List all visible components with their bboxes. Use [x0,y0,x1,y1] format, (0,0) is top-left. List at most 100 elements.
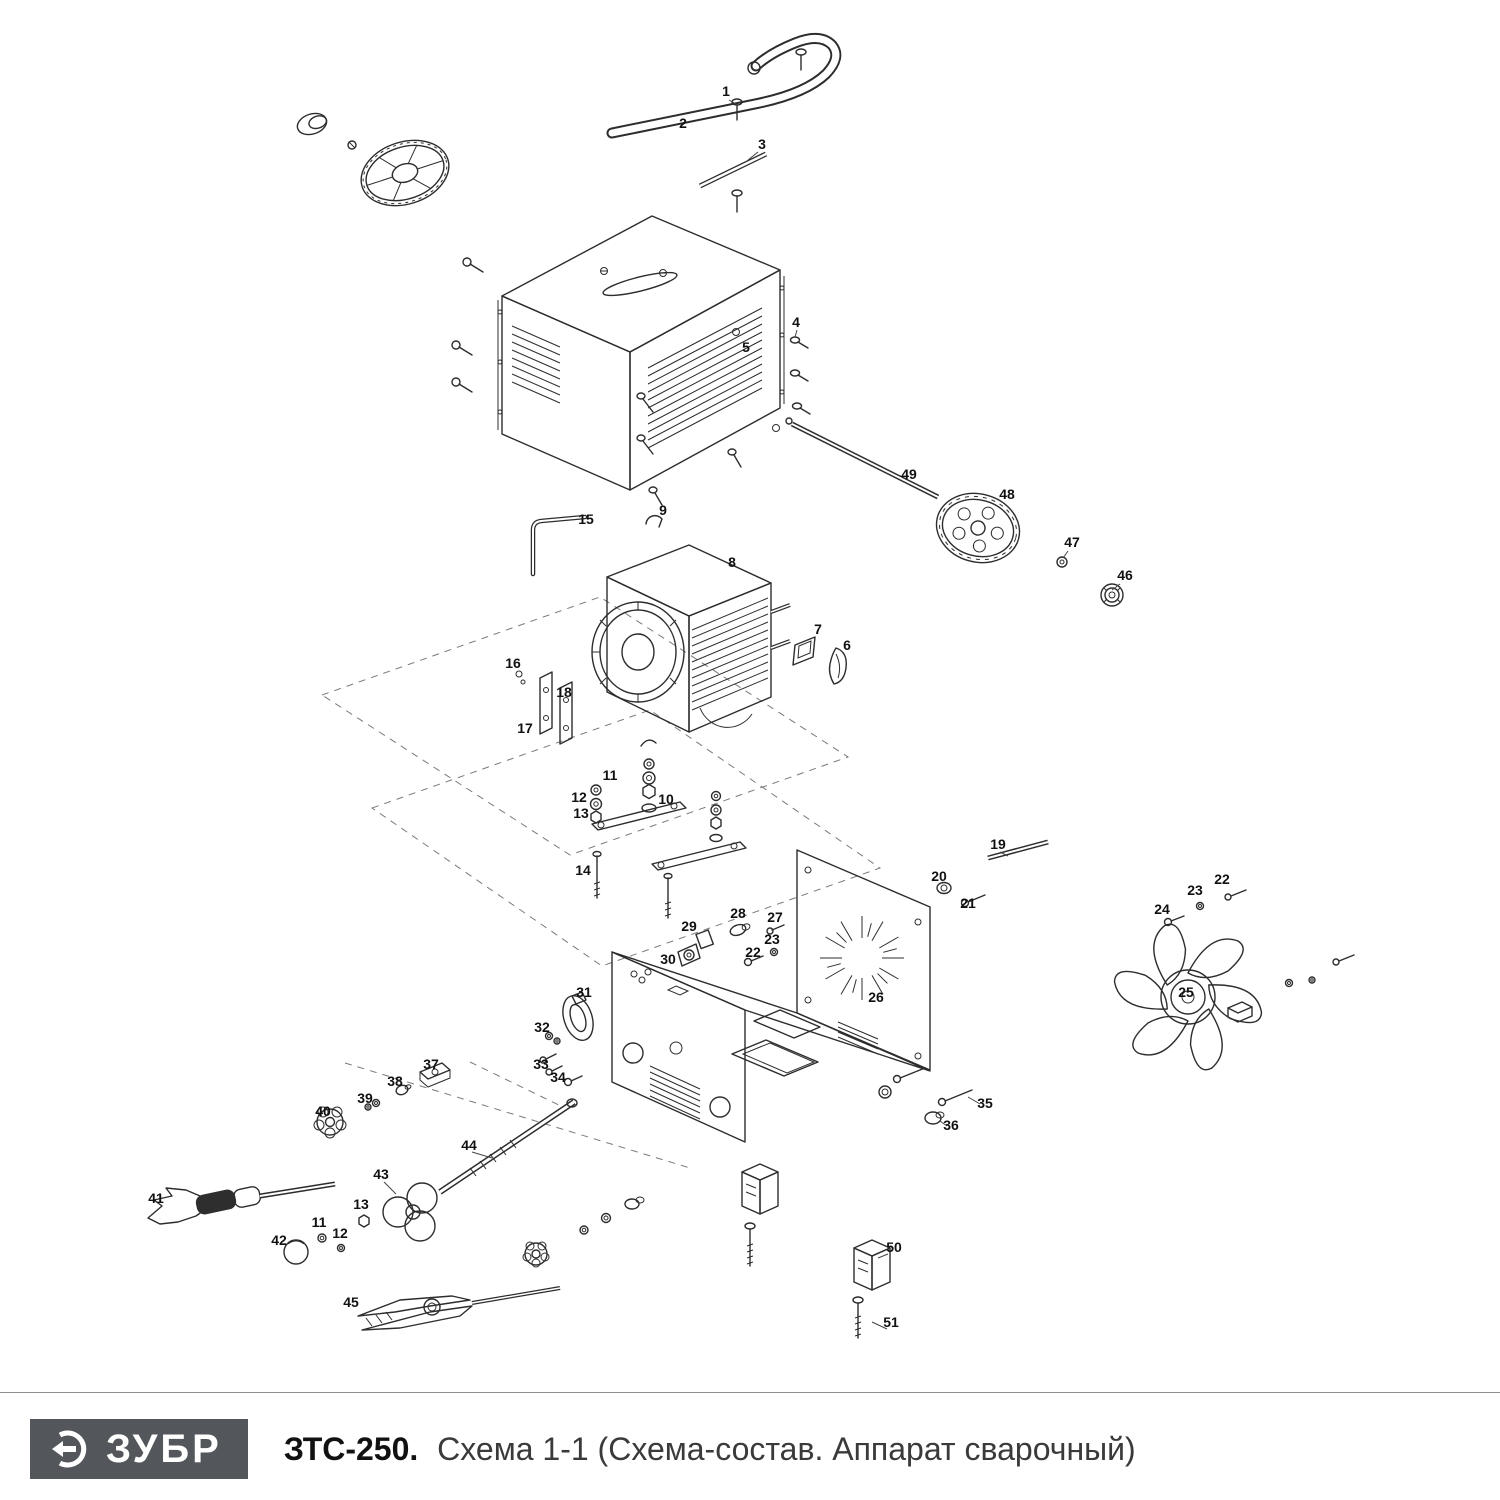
part-label-51: 51 [883,1314,899,1330]
part-label-34: 34 [550,1069,566,1085]
knob-chain-parts-37-40 [313,1062,451,1139]
part-label-4: 4 [792,314,800,330]
scheme-subtitle: Схема 1-1 (Схема-состав. Аппарат сварочн… [437,1430,1136,1467]
part-label-25: 25 [1178,984,1194,1000]
screw-part-24 [1163,915,1185,927]
part-label-38: 38 [387,1073,403,1089]
part-label-11: 11 [312,1214,327,1230]
part-label-2: 2 [679,115,687,131]
chassis-floor-cutouts [731,1009,879,1077]
part-label-43: 43 [373,1166,389,1182]
part-label-6: 6 [843,637,851,653]
transformer-laminations [691,597,769,711]
part-label-8: 8 [728,554,736,570]
part-label-18: 18 [556,684,572,700]
transformer-part-8 [515,544,791,745]
screw-column-part-4 [789,336,811,415]
part-label-3: 3 [758,136,766,152]
footer-row: ЗУБР ЗТС-250. Схема 1-1 (Схема-состав. А… [0,1393,1500,1479]
star-knob-part-40 [313,1106,347,1139]
switch-part-31 [539,991,594,1087]
part-label-48: 48 [999,486,1015,502]
small-fasteners-11-12-13-lower [317,1214,370,1253]
screws-parts-35-36 [878,1067,973,1125]
part-label-26: 26 [868,989,884,1005]
part-label-22: 22 [745,944,761,960]
part-label-27: 27 [767,909,783,925]
cap-part-42 [283,1239,309,1265]
top-cover-part-5 [497,215,785,491]
brush-block-part-50 [853,1239,891,1291]
clip-part-9 [645,514,663,528]
handle-assembly [606,33,842,189]
brush-block-upper [741,1163,779,1267]
plate-part-7 [792,636,816,666]
screw-part-51 [852,1296,864,1339]
rear-wheel-part-48 [935,492,1021,564]
terminal-block-parts-27-30 [677,923,785,967]
handle-end-cap [747,61,761,75]
strap-bars-part-10 [591,801,747,871]
part-label-45: 45 [343,1294,359,1310]
chassis-fan-grille [820,916,904,1000]
part-label-44: 44 [461,1137,477,1153]
latch-part-6 [828,647,847,685]
axle-rod-part-49 [785,417,940,500]
part-label-23: 23 [1187,882,1203,898]
part-label-24: 24 [1154,901,1170,917]
washer-part-23 [1195,901,1205,911]
screw-part-21 [960,894,986,908]
part-label-47: 47 [1064,534,1080,550]
electrode-holder-part-41 [147,1181,336,1225]
part-label-37: 37 [423,1056,439,1072]
construction-lines [320,596,882,1169]
wheel-screw [347,140,357,150]
zubr-logo: ЗУБР [30,1419,248,1479]
part-label-36: 36 [943,1117,959,1133]
part-label-13: 13 [573,805,589,821]
mount-plates-16-17-18 [515,670,573,745]
part-label-31: 31 [576,984,592,1000]
part-label-15: 15 [578,511,594,527]
chassis-front-panel-details [622,968,731,1120]
part-label-29: 29 [681,918,697,934]
part-label-32: 32 [534,1019,550,1035]
part-label-28: 28 [730,905,746,921]
part-label-16: 16 [505,655,521,671]
screw-part-22 [1224,889,1247,901]
cover-louvres-right [647,307,763,449]
handle-rod [698,151,768,189]
part-label-46: 46 [1117,567,1133,583]
electrode-rod-part-44 [438,1098,578,1195]
earth-clamp-part-45 [357,1286,561,1331]
part-label-33: 33 [533,1056,549,1072]
rod-part-19 [987,839,1049,861]
leader-lines [383,99,1121,1330]
part-label-5: 5 [742,339,750,355]
part-label-19: 19 [990,836,1006,852]
part-label-20: 20 [931,868,947,884]
cover-screw-heads [600,267,780,432]
bottom-small-parts [522,1196,645,1268]
front-wheel [360,139,450,207]
washer-part-47 [1056,556,1068,568]
part-label-1: 1 [722,83,730,99]
part-label-35: 35 [977,1095,993,1111]
bolts-part-14 [592,850,673,919]
fastener-stack-10-14 [589,739,747,919]
part-label-17: 17 [517,720,533,736]
wheel-cap [296,112,328,136]
part-label-40: 40 [315,1103,331,1119]
part-label-23: 23 [764,931,780,947]
zubr-logo-text: ЗУБР [106,1427,222,1471]
cover-louvres-left [511,325,561,404]
part-label-10: 10 [658,791,674,807]
chassis-part-26 [611,849,931,1143]
scheme-caption: ЗТС-250. Схема 1-1 (Схема-состав. Аппара… [284,1431,1136,1468]
holder-grip [195,1189,237,1215]
wire-bracket-part-15 [530,514,588,577]
footer: ЗУБР ЗТС-250. Схема 1-1 (Схема-состав. А… [0,1392,1500,1479]
scheme-model: ЗТС-250. [283,1430,419,1467]
fan-mount-screws [1284,954,1355,988]
